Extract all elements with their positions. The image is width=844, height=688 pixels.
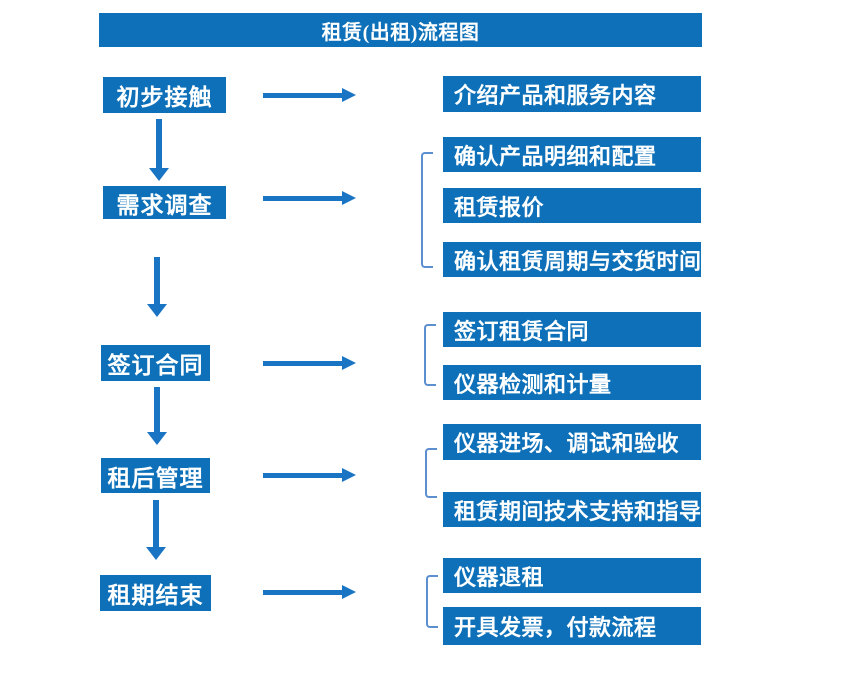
arrow-head — [342, 468, 356, 482]
detail-box-instrument-return: 仪器退租 — [443, 558, 701, 593]
step-box-sign-contract: 签订合同 — [101, 345, 210, 381]
arrow-shaft — [154, 387, 160, 433]
down-arrow-icon-1 — [149, 119, 169, 181]
right-arrow-icon-5 — [263, 585, 356, 599]
right-arrow-icon-2 — [263, 191, 356, 205]
detail-box-introduce-products: 介绍产品和服务内容 — [443, 76, 701, 112]
detail-box-instrument-testing: 仪器检测和计量 — [443, 365, 701, 400]
group-bracket-post-rental — [425, 448, 437, 498]
step-box-initial-contact: 初步接触 — [103, 77, 226, 113]
step-box-demand-survey: 需求调查 — [103, 186, 226, 219]
down-arrow-icon-3 — [147, 387, 167, 445]
arrow-head — [342, 191, 356, 205]
detail-box-tech-support: 租赁期间技术支持和指导 — [443, 492, 701, 527]
right-arrow-icon-4 — [263, 468, 356, 482]
detail-box-rental-quotation: 租赁报价 — [443, 188, 701, 223]
title-bar: 租赁(出租)流程图 — [99, 13, 702, 47]
arrow-head — [146, 547, 166, 560]
right-arrow-icon-1 — [263, 88, 356, 102]
group-bracket-sign-contract — [424, 324, 436, 386]
arrow-head — [147, 304, 167, 317]
down-arrow-icon-4 — [146, 500, 166, 560]
arrow-shaft — [263, 473, 343, 478]
detail-box-confirm-rental-period: 确认租赁周期与交货时间 — [443, 242, 701, 277]
arrow-shaft — [263, 590, 343, 595]
group-bracket-rental-end — [426, 575, 438, 628]
arrow-shaft — [263, 361, 343, 366]
detail-box-instrument-arrival: 仪器进场、调试和验收 — [443, 424, 701, 460]
arrow-shaft — [263, 93, 343, 98]
arrow-shaft — [153, 500, 159, 548]
detail-box-confirm-product-details: 确认产品明细和配置 — [443, 137, 701, 172]
step-box-post-rental-management: 租后管理 — [101, 458, 210, 493]
arrow-shaft — [154, 257, 160, 305]
step-box-rental-end: 租期结束 — [100, 575, 211, 611]
detail-box-invoice-payment: 开具发票，付款流程 — [443, 607, 701, 645]
down-arrow-icon-2 — [147, 257, 167, 317]
arrow-head — [147, 432, 167, 445]
page-title: 租赁(出租)流程图 — [321, 21, 480, 44]
group-bracket-demand-survey — [421, 152, 433, 268]
arrow-shaft — [263, 196, 343, 201]
arrow-head — [342, 356, 356, 370]
arrow-head — [342, 585, 356, 599]
right-arrow-icon-3 — [263, 356, 356, 370]
arrow-shaft — [156, 119, 162, 169]
arrow-head — [342, 88, 356, 102]
arrow-head — [149, 168, 169, 181]
detail-box-sign-rental-contract: 签订租赁合同 — [443, 312, 701, 347]
